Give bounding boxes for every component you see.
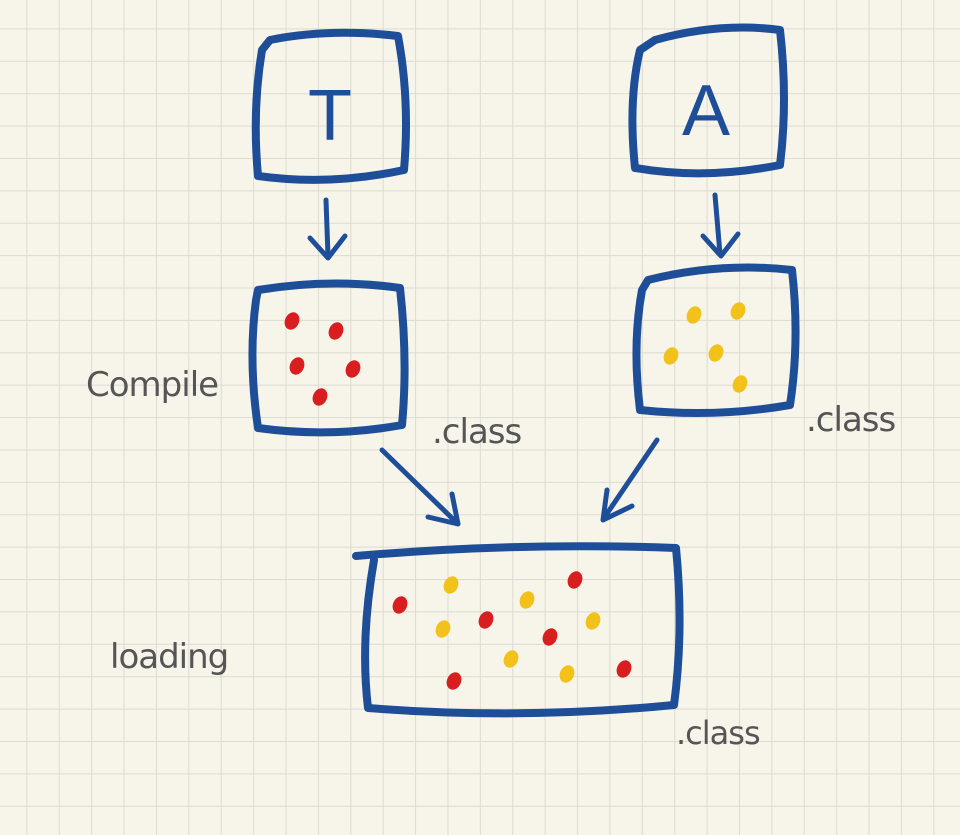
yellow-dot bbox=[435, 620, 451, 638]
red-dot bbox=[312, 388, 328, 406]
source-box-a-outline bbox=[628, 23, 788, 178]
loading-label: loading bbox=[110, 637, 228, 677]
yellow-dot bbox=[503, 650, 519, 668]
load-arrow-a bbox=[600, 437, 660, 523]
compile-arrow-a bbox=[700, 192, 741, 259]
red-dot bbox=[328, 322, 344, 340]
yellow-dot bbox=[732, 375, 748, 393]
red-dot bbox=[284, 312, 300, 330]
class-label-a: .class bbox=[806, 400, 895, 440]
loaded-dots bbox=[392, 571, 632, 690]
load-arrow-t bbox=[379, 447, 461, 527]
red-dot bbox=[478, 611, 494, 629]
class-label-loaded: .class bbox=[676, 714, 760, 752]
red-dot bbox=[392, 596, 408, 614]
yellow-dot bbox=[559, 665, 575, 683]
compiled-box-t bbox=[248, 279, 409, 437]
compile-label: Compile bbox=[86, 365, 218, 405]
yellow-dot bbox=[730, 302, 746, 320]
red-dot bbox=[567, 571, 583, 589]
loaded-box-outline bbox=[352, 542, 684, 718]
compiled-a-dots bbox=[663, 302, 748, 393]
yellow-dot bbox=[519, 591, 535, 609]
red-dot bbox=[289, 357, 305, 375]
yellow-dot bbox=[443, 576, 459, 594]
loaded-box bbox=[352, 542, 684, 718]
yellow-dot bbox=[663, 347, 679, 365]
class-label-t: .class bbox=[432, 412, 521, 452]
compiled-box-a bbox=[632, 263, 800, 418]
red-dot bbox=[542, 628, 558, 646]
source-box-t-outline bbox=[251, 28, 410, 184]
source-letter-t: T bbox=[308, 76, 352, 156]
compiled-t-dots bbox=[284, 312, 361, 406]
source-box-a: A bbox=[628, 23, 788, 178]
red-dot bbox=[345, 360, 361, 378]
compiled-box-a-outline bbox=[632, 263, 800, 418]
yellow-dot bbox=[585, 612, 601, 630]
yellow-dot bbox=[686, 306, 702, 324]
red-dot bbox=[446, 672, 462, 690]
source-letter-a: A bbox=[682, 71, 730, 151]
compile-arrow-t bbox=[307, 197, 348, 261]
compiled-box-t-outline bbox=[248, 279, 409, 437]
red-dot bbox=[616, 660, 632, 678]
yellow-dot bbox=[708, 344, 724, 362]
source-box-t: T bbox=[251, 28, 410, 184]
